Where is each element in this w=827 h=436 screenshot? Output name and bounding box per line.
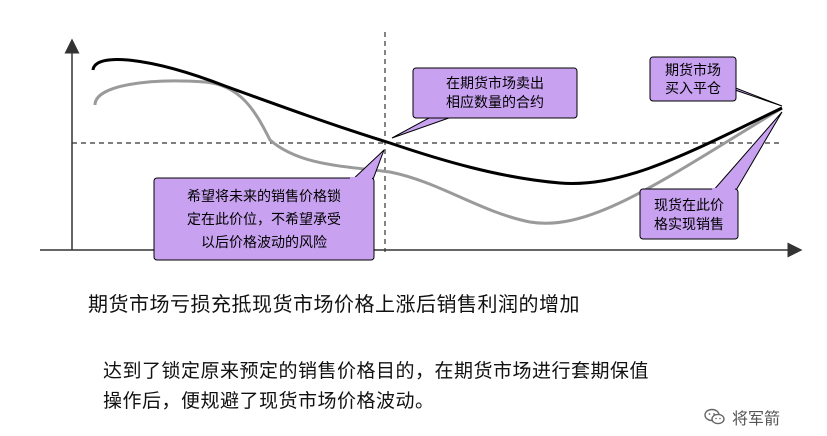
callout-sell-futures: 在期货市场卖出 相应数量的合约 xyxy=(391,67,578,139)
callout-text-line: 相应数量的合约 xyxy=(446,94,544,111)
watermark-text: 将军箭 xyxy=(732,409,781,428)
caption-summary: 期货市场亏损充抵现货市场价格上涨后销售利润的增加 xyxy=(88,292,580,316)
callout-box xyxy=(639,188,739,240)
wechat-icon xyxy=(704,408,725,425)
caption-conclusion-line: 操作后，便规避了现货市场价格波动。 xyxy=(103,390,435,412)
callout-text-line: 格实现销售 xyxy=(654,217,724,233)
watermark: 将军箭 xyxy=(704,405,780,429)
callout-text-line: 买入平仓 xyxy=(665,81,721,97)
callout-box xyxy=(153,177,375,261)
callout-hedge-goal: 希望将未来的销售价格锁 定在此价位，不希望承受 以后价格波动的风险 xyxy=(153,149,385,261)
callout-text-line: 期货市场 xyxy=(665,62,721,79)
caption-conclusion-line: 达到了锁定原来预定的销售价格目的，在期货市场进行套期保值 xyxy=(103,360,650,382)
callout-box xyxy=(412,67,578,119)
callout-text-line: 以后价格波动的风险 xyxy=(201,235,327,251)
callout-box xyxy=(649,56,737,102)
futures-price-curve xyxy=(91,57,783,185)
callout-close-futures: 期货市场 买入平仓 xyxy=(649,56,783,107)
callout-spot-sale: 现货在此价 格实现销售 xyxy=(639,111,783,240)
callout-text-line: 希望将未来的销售价格锁 xyxy=(187,189,341,205)
callout-text-line: 现货在此价 xyxy=(654,197,724,214)
caption-conclusion: 达到了锁定原来预定的销售价格目的，在期货市场进行套期保值 操作后，便规避了现货市… xyxy=(103,356,649,416)
callout-text-line: 在期货市场卖出 xyxy=(446,75,544,92)
callout-text-line: 定在此价位，不希望承受 xyxy=(187,212,341,228)
